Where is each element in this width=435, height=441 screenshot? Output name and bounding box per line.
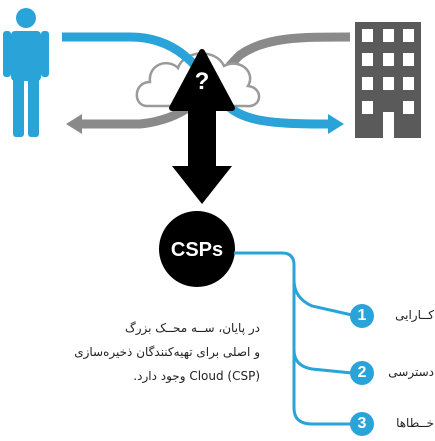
- csps-label: CSPs: [170, 238, 224, 261]
- badge-2-circle: [350, 361, 374, 385]
- building-icon: [355, 22, 421, 138]
- description-line: و اصلی برای تهیه‌کنندگان ذخیره‌سازی: [74, 345, 260, 359]
- item-label-performance: کــارایی: [395, 308, 434, 322]
- badge-3-circle: [350, 412, 374, 436]
- csps-circle: [159, 211, 235, 287]
- description-line: در پایان، ســه محــک بزرگ: [124, 321, 260, 335]
- badge-3-number: 3: [357, 415, 367, 432]
- badge-2-number: 2: [357, 364, 367, 381]
- description-line: Cloud (CSP) وجود دارد.: [133, 369, 260, 383]
- question-mark: ?: [194, 68, 210, 95]
- down-arrow-icon: [172, 108, 232, 204]
- badge-1-circle: [350, 304, 374, 328]
- badge-1-number: 1: [357, 307, 367, 324]
- gray-flow-arrow: [66, 32, 351, 134]
- description-text: در پایان، ســه محــک بزرگ و اصلی برای ته…: [60, 316, 260, 388]
- item-label-errors: خــطاها: [396, 416, 434, 430]
- connector-lines: [234, 251, 353, 426]
- item-label-access: دسترسی: [388, 365, 434, 379]
- person-icon: [3, 8, 49, 137]
